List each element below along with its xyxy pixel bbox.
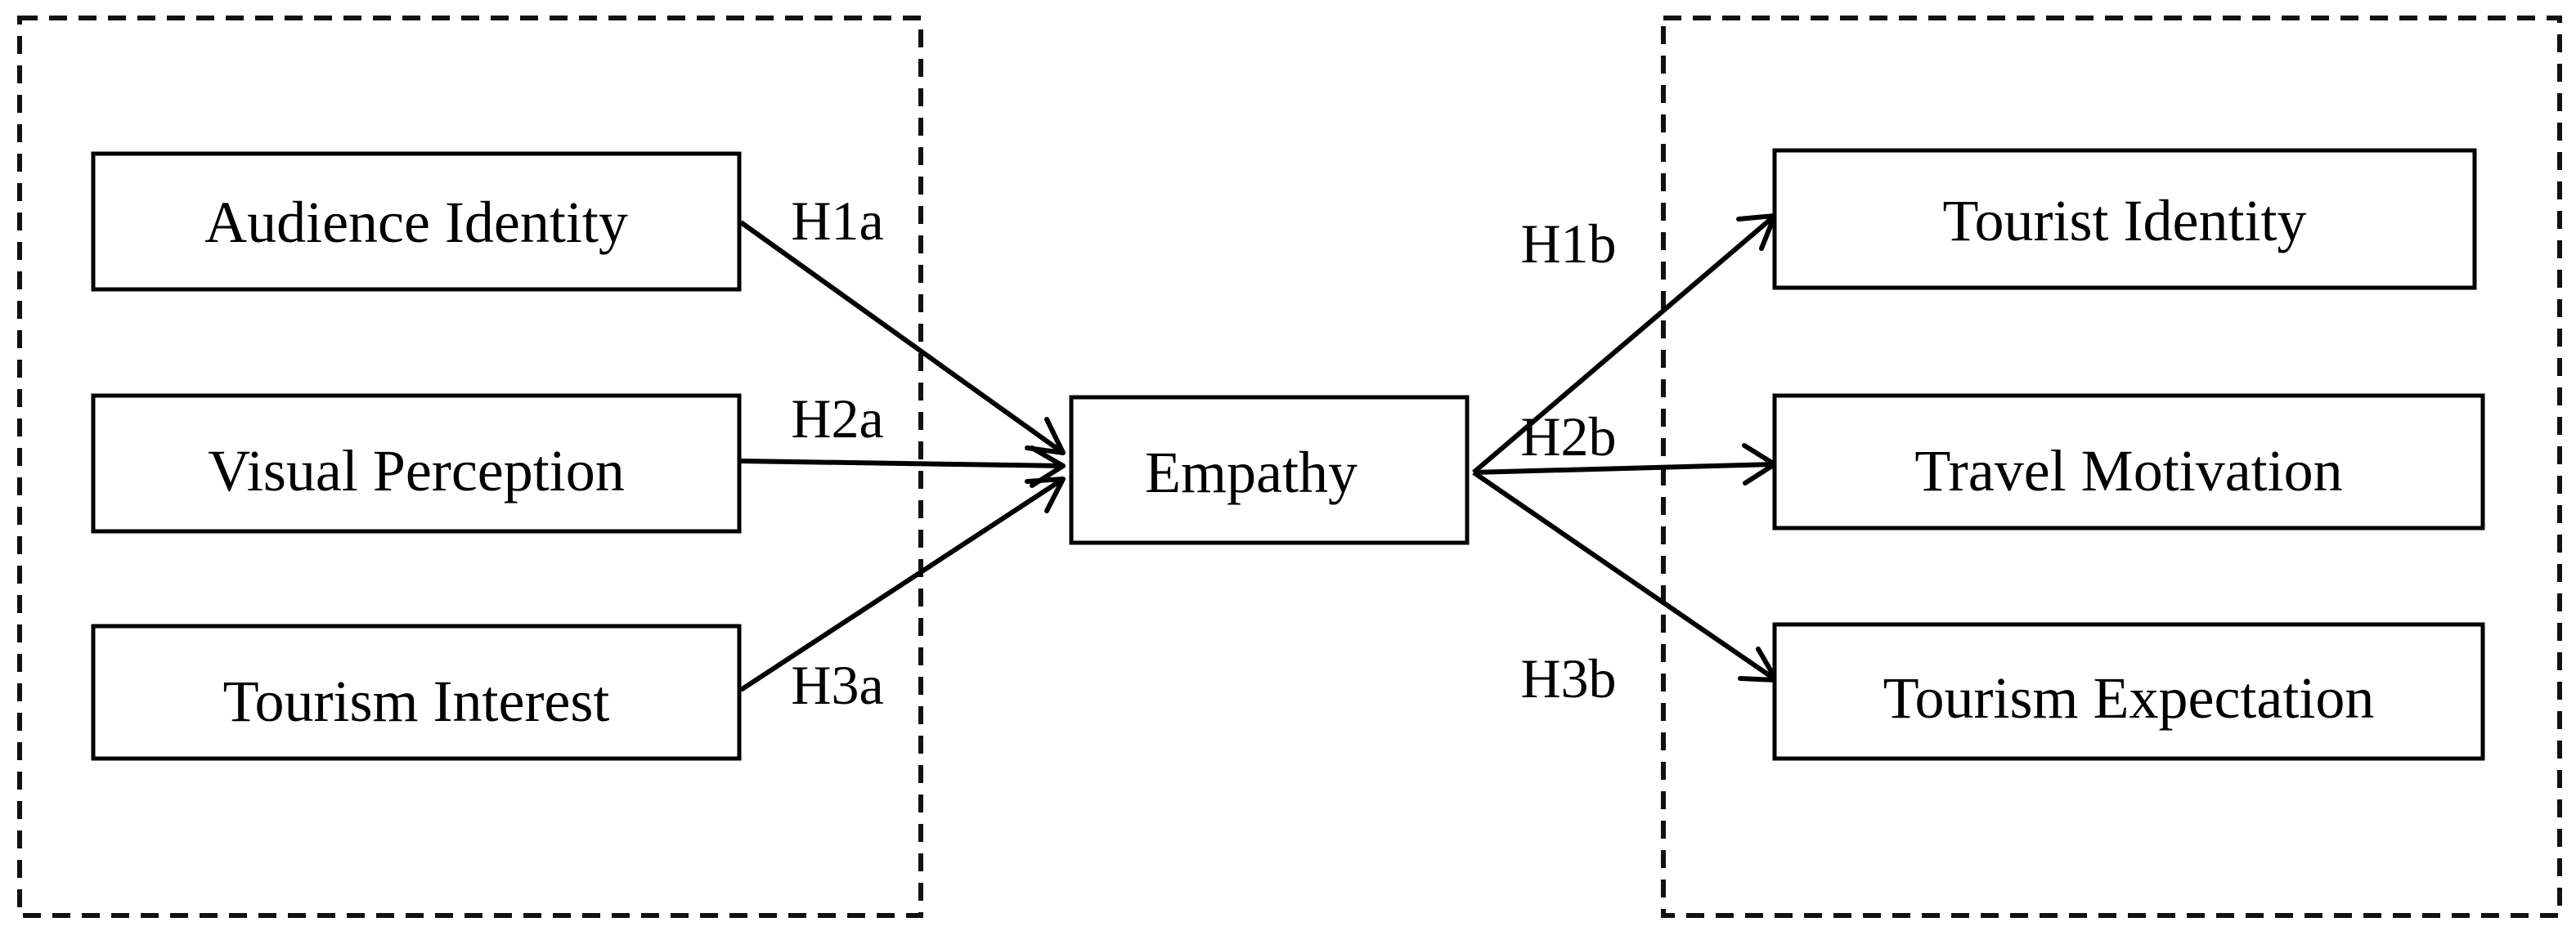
edge-h1a <box>739 220 1065 455</box>
label-h2b: H2b <box>1520 405 1616 468</box>
node-audience-identity: Audience Identity <box>91 151 742 292</box>
edge-h3b <box>1472 470 1778 683</box>
node-tourism-interest-label: Tourism Interest <box>223 669 610 734</box>
node-audience-identity-label: Audience Identity <box>204 190 628 255</box>
node-tourism-expectation-label: Tourism Expectation <box>1883 665 2375 731</box>
edge-h2b <box>1473 462 1775 475</box>
node-travel-motivation: Travel Motivation <box>1772 393 2485 530</box>
label-h3a: H3a <box>791 654 883 716</box>
right-group-frame <box>1661 16 2562 918</box>
node-tourism-interest: Tourism Interest <box>91 624 742 761</box>
label-h3b: H3b <box>1520 647 1616 709</box>
node-empathy: Empathy <box>1069 395 1470 545</box>
node-tourist-identity: Tourist Identity <box>1772 148 2477 290</box>
node-empathy-label: Empathy <box>1145 440 1358 505</box>
label-h1a: H1a <box>791 190 883 252</box>
node-visual-perception: Visual Perception <box>91 393 742 534</box>
left-group-frame <box>17 16 923 918</box>
label-h1b: H1b <box>1520 213 1616 275</box>
node-tourism-expectation: Tourism Expectation <box>1772 622 2485 761</box>
edge-h3a-arrowhead <box>1025 477 1066 513</box>
node-visual-perception-label: Visual Perception <box>208 438 625 504</box>
node-tourist-identity-label: Tourist Identity <box>1943 188 2307 253</box>
edge-h1b <box>1472 213 1776 475</box>
edge-h2a <box>740 459 1064 468</box>
label-h2a: H2a <box>791 387 883 450</box>
edge-h3a <box>739 477 1065 692</box>
node-travel-motivation-label: Travel Motivation <box>1914 438 2342 504</box>
edge-h3b-arrowhead <box>1738 647 1779 683</box>
